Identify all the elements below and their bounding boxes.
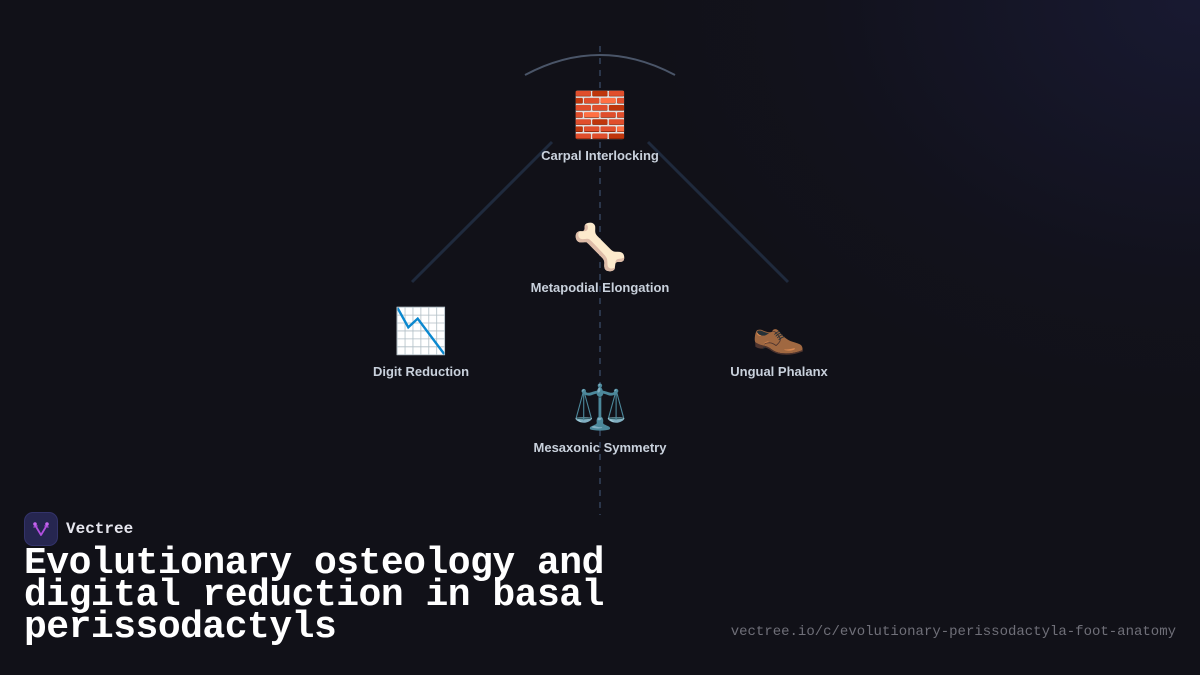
node-label: Mesaxonic Symmetry	[533, 440, 667, 455]
source-url[interactable]: vectree.io/c/evolutionary-perissodactyla…	[730, 624, 1176, 640]
brick-icon: 🧱	[572, 90, 628, 141]
bone-icon: 🦴	[572, 222, 628, 273]
connector-right	[646, 140, 790, 284]
node-label: Metapodial Elongation	[530, 280, 670, 295]
vectree-logo-icon	[24, 512, 58, 546]
chart-decreasing-icon: 📉	[393, 306, 449, 357]
node-label: Ungual Phalanx	[730, 364, 828, 379]
brand[interactable]: Vectree	[24, 512, 133, 546]
node-mesaxonic-symmetry[interactable]: ⚖️ Mesaxonic Symmetry	[490, 382, 710, 455]
node-carpal-interlocking[interactable]: 🧱 Carpal Interlocking	[490, 90, 710, 163]
connector-left	[410, 140, 554, 284]
balance-scale-icon: ⚖️	[572, 382, 628, 433]
node-label: Digit Reduction	[372, 364, 470, 379]
node-label: Carpal Interlocking	[541, 148, 659, 163]
brand-name: Vectree	[66, 520, 134, 538]
page-title: Evolutionary osteology and digital reduc…	[24, 542, 604, 649]
node-metapodial-elongation[interactable]: 🦴 Metapodial Elongation	[490, 222, 710, 295]
shoe-icon: 👞	[751, 306, 807, 357]
top-arc	[524, 54, 676, 76]
node-digit-reduction[interactable]: 📉 Digit Reduction	[311, 306, 531, 379]
node-ungual-phalanx[interactable]: 👞 Ungual Phalanx	[669, 306, 889, 379]
